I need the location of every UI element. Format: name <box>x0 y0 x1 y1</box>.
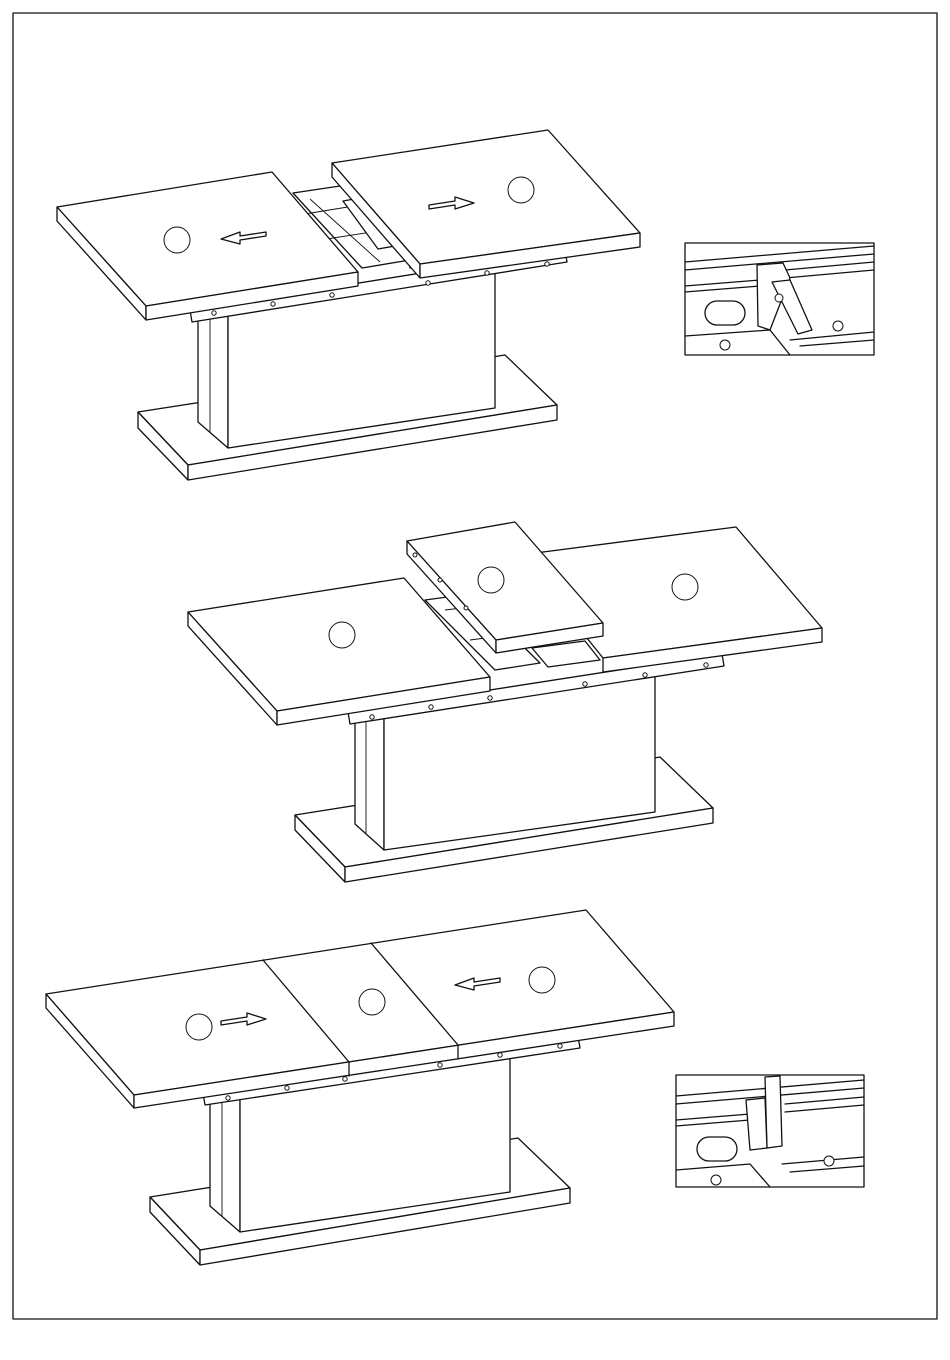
detail-2-latch-closed <box>676 1075 864 1187</box>
screw-icon <box>720 340 730 350</box>
step-3-table <box>46 910 674 1265</box>
slot-hole <box>705 301 745 325</box>
step-2-table <box>188 522 822 882</box>
callout-circle <box>508 177 534 203</box>
screw-icon <box>824 1156 834 1166</box>
callout-circle <box>329 622 355 648</box>
detail-1-latch-open <box>685 243 874 355</box>
step-1-table <box>57 130 640 480</box>
callout-circle <box>672 574 698 600</box>
callout-circle <box>186 1014 212 1040</box>
callout-circle <box>359 989 385 1015</box>
callout-circle <box>529 967 555 993</box>
slot-hole <box>697 1137 737 1161</box>
callout-circle <box>164 227 190 253</box>
callout-circle <box>478 567 504 593</box>
screw-icon <box>711 1175 721 1185</box>
screw-icon <box>833 321 843 331</box>
